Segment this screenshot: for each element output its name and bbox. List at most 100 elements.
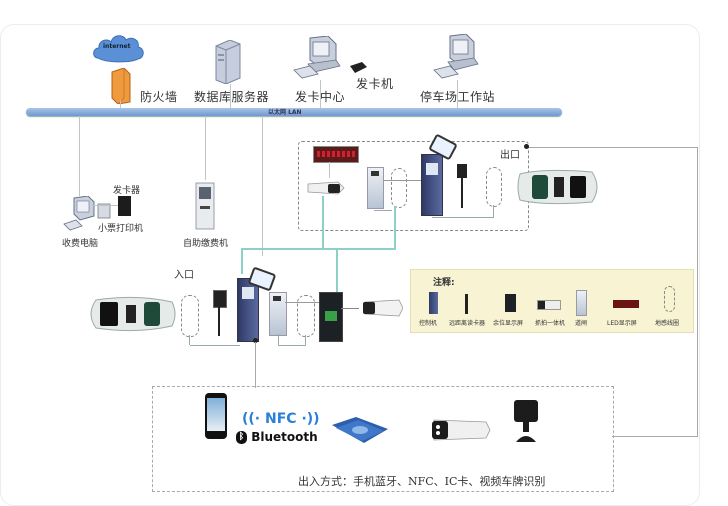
internet-cloud-icon: internet bbox=[90, 30, 146, 66]
entrance-junction-dot bbox=[253, 338, 258, 343]
nfc-wave-right-icon: ·)) bbox=[301, 411, 320, 427]
legend-label-loop: 地感线圈 bbox=[655, 320, 680, 327]
exit-junction-dot bbox=[524, 144, 529, 149]
lpr-camera-icon bbox=[428, 416, 492, 444]
entrance-car-icon bbox=[86, 294, 178, 334]
exit-reader-pole bbox=[461, 178, 463, 208]
legend-label-gate: 道闸 bbox=[575, 320, 588, 327]
legend-label-controller: 控制机 bbox=[419, 320, 438, 327]
exit-gate-arm bbox=[383, 180, 423, 181]
exit-car-icon bbox=[514, 168, 602, 206]
bluetooth-label: Bluetooth bbox=[251, 430, 318, 444]
receipt-printer-icon bbox=[96, 202, 112, 220]
legend-panel: 注释: 控制机 远距离读卡器 余位显示屏 抓拍一体机 道闸 LED显示屏 地感线… bbox=[410, 269, 694, 333]
firewall-icon bbox=[110, 68, 132, 104]
card-issuer-device-icon bbox=[118, 196, 131, 216]
legend-title: 注释: bbox=[433, 278, 455, 288]
card-issuer-top-label: 发卡机 bbox=[356, 77, 394, 91]
teal-exit-camera-drop bbox=[322, 196, 324, 248]
exit-ground-loop-2 bbox=[486, 167, 502, 207]
exit-return-line-bottom bbox=[612, 436, 698, 437]
entrance-wire-1 bbox=[190, 345, 240, 346]
nfc-logo: ((· NFC ·)) bbox=[242, 411, 320, 427]
legend-led-display-icon bbox=[613, 300, 639, 308]
exit-wire-3 bbox=[493, 205, 494, 217]
self-pay-kiosk-icon bbox=[195, 182, 215, 230]
teal-entrance-controller-drop bbox=[241, 248, 243, 274]
legend-long-range-reader-icon bbox=[465, 294, 468, 314]
bluetooth-logo: ᛒ Bluetooth bbox=[236, 430, 318, 444]
card-center-stem bbox=[320, 80, 321, 108]
exit-led-display-icon bbox=[313, 146, 359, 163]
legend-label-led: LED显示屏 bbox=[607, 320, 637, 327]
entrance-reader-pole bbox=[218, 306, 220, 336]
entrance-ground-loop-2 bbox=[297, 295, 315, 337]
lan-drop-entrance bbox=[262, 116, 263, 256]
legend-space-display-icon bbox=[505, 294, 516, 312]
exit-wire-2 bbox=[432, 217, 494, 218]
entrance-controller-icon bbox=[237, 278, 259, 342]
lan-drop-cashier bbox=[79, 116, 80, 196]
legend-ground-loop-icon bbox=[664, 286, 675, 312]
entrance-label: 入口 bbox=[174, 270, 194, 281]
card-issuer-machine-icon bbox=[348, 62, 368, 74]
exit-capture-camera-icon bbox=[306, 180, 346, 196]
workstation-stem bbox=[457, 80, 458, 108]
lan-drop-kiosk bbox=[205, 116, 206, 180]
ic-card-icon bbox=[330, 415, 390, 445]
entrance-wire-3 bbox=[278, 345, 306, 346]
exit-ground-loop-1 bbox=[391, 168, 407, 208]
entrance-to-access-line bbox=[255, 342, 256, 388]
entrance-wire-2 bbox=[189, 335, 190, 345]
issuer-link bbox=[92, 205, 118, 206]
lan-label: 以太网 LAN bbox=[268, 109, 302, 116]
entrance-camera-link bbox=[341, 308, 359, 309]
entrance-capture-camera-icon bbox=[359, 298, 403, 318]
card-issuer-label: 发卡器 bbox=[113, 186, 141, 196]
legend-barrier-gate-icon bbox=[576, 290, 587, 316]
smartphone-icon bbox=[205, 393, 227, 439]
db-stem bbox=[230, 84, 231, 108]
teal-entrance-display-drop bbox=[336, 248, 338, 294]
firewall-label: 防火墙 bbox=[140, 90, 178, 104]
entrance-long-range-reader-icon bbox=[213, 290, 227, 308]
teal-bus bbox=[241, 248, 396, 250]
ethernet-lan-bus bbox=[26, 108, 562, 116]
self-pay-kiosk-label: 自助缴费机 bbox=[183, 239, 229, 249]
access-methods-caption: 出入方式：手机蓝牙、NFC、IC卡、视频车牌识别 bbox=[298, 475, 546, 488]
long-range-reader-device-icon bbox=[512, 398, 542, 444]
legend-label-reader: 远距离读卡器 bbox=[449, 320, 486, 327]
entrance-ground-loop-1 bbox=[181, 295, 199, 337]
exit-controller-icon bbox=[421, 154, 443, 216]
entrance-wire-5 bbox=[278, 334, 279, 345]
exit-long-range-reader-icon bbox=[457, 164, 467, 178]
access-methods-box bbox=[152, 386, 614, 492]
entrance-wire-4 bbox=[305, 335, 306, 345]
exit-return-line-top bbox=[527, 147, 697, 148]
entrance-barrier-gate-icon bbox=[269, 292, 287, 336]
db-server-label: 数据库服务器 bbox=[194, 90, 270, 104]
teal-exit-loop-drop bbox=[394, 206, 396, 248]
exit-label: 出口 bbox=[500, 150, 520, 161]
firewall-stem bbox=[120, 100, 121, 110]
exit-return-line-right bbox=[697, 147, 698, 436]
card-center-label: 发卡中心 bbox=[295, 88, 345, 105]
database-server-icon bbox=[212, 40, 242, 84]
exit-wire-1 bbox=[374, 210, 392, 211]
cashier-pc-icon bbox=[62, 196, 102, 232]
legend-label-space-display: 余位显示屏 bbox=[493, 320, 524, 327]
legend-controller-icon bbox=[429, 292, 438, 314]
exit-led-stem bbox=[329, 162, 330, 178]
entrance-space-display-icon bbox=[319, 292, 343, 342]
nfc-label: NFC bbox=[265, 411, 297, 427]
cashier-pc-label: 收费电脑 bbox=[62, 239, 99, 249]
legend-capture-camera-icon bbox=[537, 300, 561, 310]
internet-label: internet bbox=[103, 43, 131, 50]
legend-label-camera: 抓拍一体机 bbox=[535, 320, 566, 327]
card-center-pc-icon bbox=[292, 36, 342, 80]
receipt-printer-label: 小票打印机 bbox=[98, 224, 144, 234]
parking-workstation-icon bbox=[430, 34, 480, 80]
bluetooth-icon: ᛒ bbox=[236, 431, 247, 444]
exit-barrier-gate-icon bbox=[367, 167, 384, 209]
nfc-wave-left-icon: ((· bbox=[242, 411, 261, 427]
